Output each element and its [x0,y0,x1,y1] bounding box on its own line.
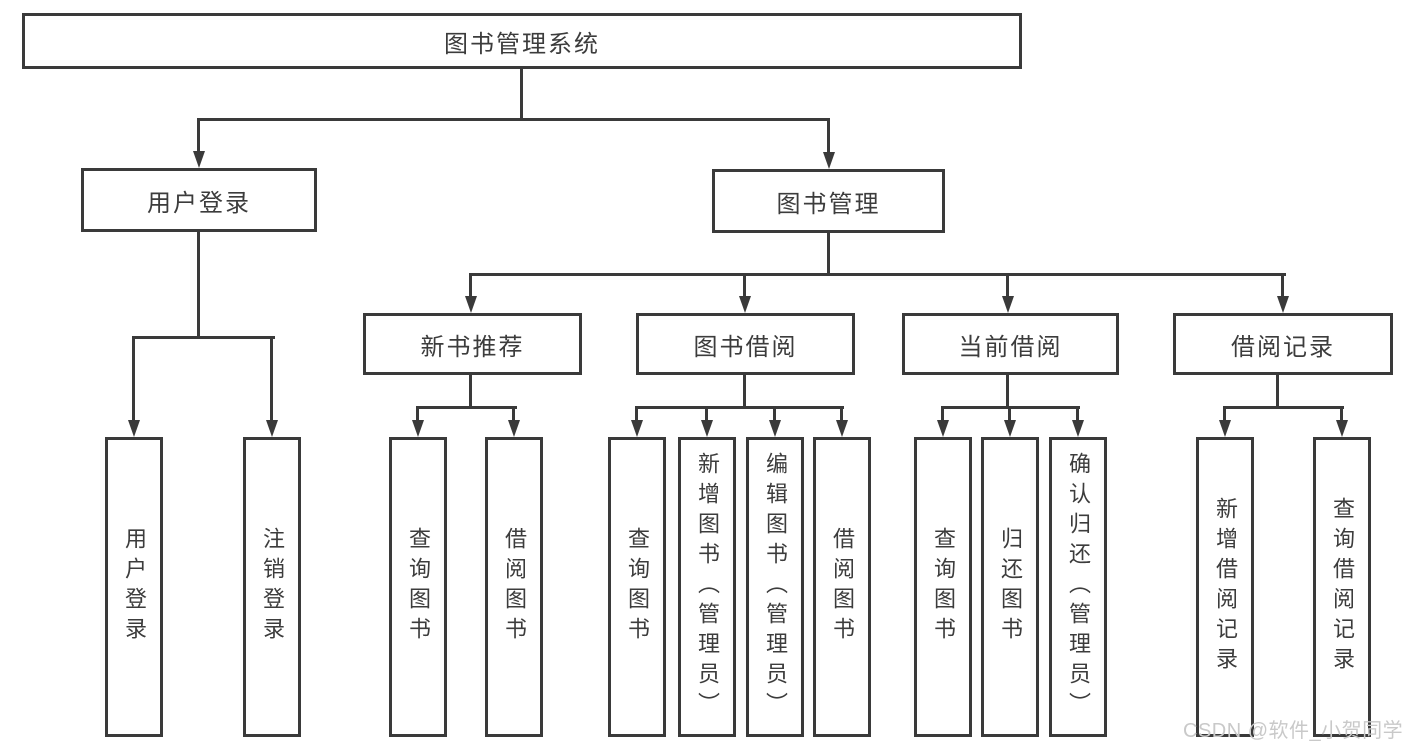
arrow-down-icon [266,420,278,437]
connector-borrow-records-stem [1276,375,1279,406]
node-root-label: 图书管理系统 [444,30,600,58]
connector-to-leaf [773,406,776,420]
connector-to-leaf [635,406,638,420]
leaf-confirm-return-admin: 确认归还（管理员） [1049,437,1107,737]
leaf-query-borrow-record: 查询借阅记录 [1313,437,1371,737]
connector-user-login-branch [132,336,275,339]
connector-to-leaf [840,406,843,420]
leaf-query-books-borrow: 查询图书 [608,437,666,737]
connector-root-branch [197,118,830,121]
leaf-add-book-admin: 新增图书（管理员） [678,437,736,737]
leaf-query-books-borrow-label: 查询图书 [625,527,650,647]
arrow-down-icon [631,420,643,437]
leaf-query-books-current-label: 查询图书 [931,527,956,647]
connector-to-new-book-recommend [469,273,472,296]
connector-current-borrow-stem [1006,375,1009,406]
connector-to-leaf-user-login [132,336,135,421]
connector-borrow-records-branch [1223,406,1344,409]
connector-to-leaf [941,406,944,420]
leaf-user-login-label: 用户登录 [122,527,147,647]
connector-to-current-borrow [1006,273,1009,296]
node-current-borrow-label: 当前借阅 [958,333,1063,361]
node-user-login-label: 用户登录 [147,189,251,217]
connector-to-leaf [705,406,708,420]
node-book-management: 图书管理 [712,169,945,233]
connector-to-leaf [1340,406,1343,420]
arrow-down-icon [1004,420,1016,437]
arrow-down-icon [823,152,835,169]
node-root: 图书管理系统 [22,13,1022,69]
node-user-login: 用户登录 [81,168,317,232]
node-current-borrow: 当前借阅 [902,313,1119,375]
node-book-borrow: 图书借阅 [636,313,855,375]
connector-to-leaf [1008,406,1011,420]
node-book-management-label: 图书管理 [776,190,881,218]
arrow-down-icon [465,296,477,313]
connector-to-leaf [1223,406,1226,420]
arrow-down-icon [193,151,205,168]
leaf-user-login: 用户登录 [105,437,163,737]
arrow-down-icon [1219,420,1231,437]
leaf-return-books: 归还图书 [981,437,1039,737]
arrow-down-icon [1072,420,1084,437]
leaf-add-book-admin-label: 新增图书（管理员） [695,452,720,722]
leaf-query-books-recommend: 查询图书 [389,437,447,737]
arrow-down-icon [508,420,520,437]
leaf-borrow-books-label: 借阅图书 [830,527,855,647]
leaf-edit-book-admin-label: 编辑图书（管理员） [763,452,788,722]
leaf-query-books-current: 查询图书 [914,437,972,737]
leaf-confirm-return-admin-label: 确认归还（管理员） [1066,452,1091,722]
connector-to-leaf-logout [270,336,273,421]
node-new-book-recommend: 新书推荐 [363,313,582,375]
node-book-borrow-label: 图书借阅 [693,333,798,361]
connector-to-borrow-records [1281,273,1284,296]
arrow-down-icon [1002,296,1014,313]
connector-book-borrow-stem [743,375,746,406]
arrow-down-icon [937,420,949,437]
arrow-down-icon [1277,296,1289,313]
leaf-query-books-recommend-label: 查询图书 [406,527,431,647]
leaf-edit-book-admin: 编辑图书（管理员） [746,437,804,737]
leaf-add-borrow-record: 新增借阅记录 [1196,437,1254,737]
leaf-borrow-books-recommend-label: 借阅图书 [502,527,527,647]
leaf-add-borrow-record-label: 新增借阅记录 [1213,497,1238,677]
arrow-down-icon [412,420,424,437]
arrow-down-icon [128,420,140,437]
connector-to-leaf [512,406,515,420]
connector-to-user-login [197,118,200,152]
connector-to-book-borrow [743,273,746,296]
leaf-return-books-label: 归还图书 [998,527,1023,647]
arrow-down-icon [739,296,751,313]
connector-to-book-management [827,118,830,153]
connector-to-leaf [1076,406,1079,420]
arrow-down-icon [701,420,713,437]
node-borrow-records-label: 借阅记录 [1231,333,1335,361]
connector-book-management-branch [469,273,1286,276]
watermark: CSDN @软件_小贺同学 [1183,720,1404,742]
arrow-down-icon [769,420,781,437]
arrow-down-icon [836,420,848,437]
leaf-logout: 注销登录 [243,437,301,737]
connector-book-management-stem [827,233,830,276]
node-new-book-recommend-label: 新书推荐 [420,333,525,361]
connector-new-book-branch [416,406,517,409]
node-borrow-records: 借阅记录 [1173,313,1393,375]
connector-root-stem [520,69,523,120]
arrow-down-icon [1336,420,1348,437]
leaf-borrow-books-recommend: 借阅图书 [485,437,543,737]
leaf-logout-label: 注销登录 [260,527,285,647]
connector-to-leaf [416,406,419,420]
leaf-query-borrow-record-label: 查询借阅记录 [1330,497,1355,677]
connector-user-login-stem [197,232,200,339]
connector-new-book-stem [469,375,472,406]
connector-book-borrow-branch [635,406,844,409]
leaf-borrow-books: 借阅图书 [813,437,871,737]
